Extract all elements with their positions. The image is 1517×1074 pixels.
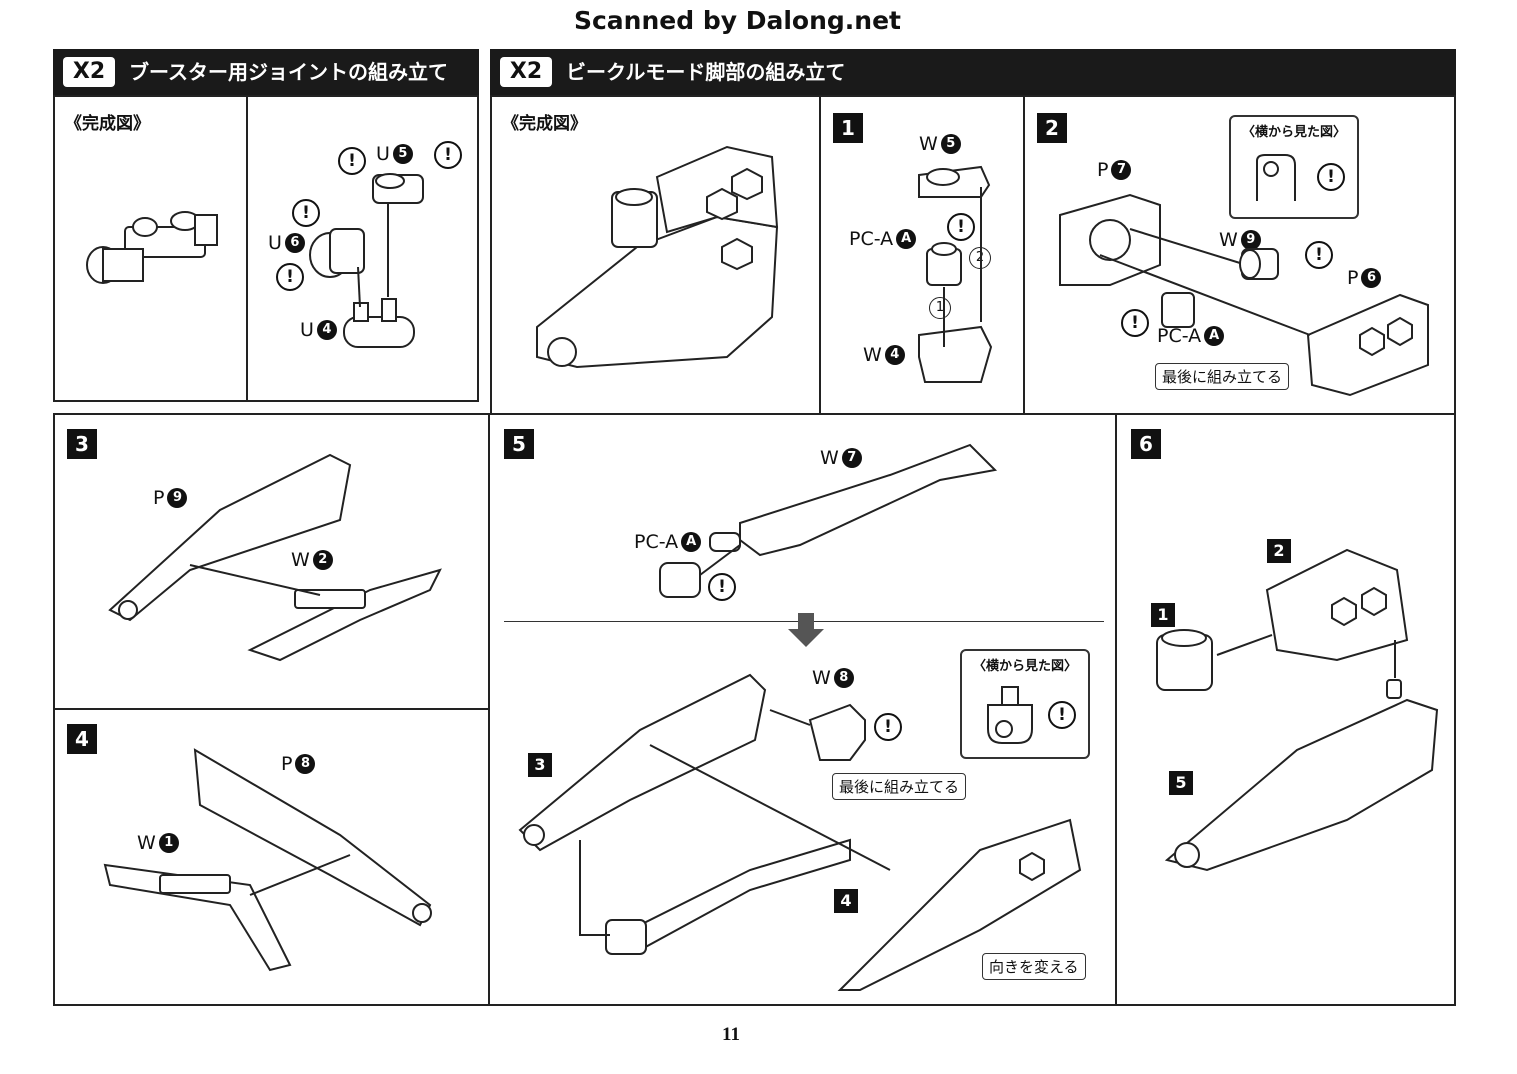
order-mark-1: 1 bbox=[929, 297, 951, 319]
step-number: 6 bbox=[1131, 429, 1161, 459]
warning-icon: ! bbox=[338, 147, 366, 175]
warning-icon: ! bbox=[292, 199, 320, 227]
step-number: 2 bbox=[1037, 113, 1067, 143]
step-number: 1 bbox=[833, 113, 863, 143]
step-3-parts-illustration bbox=[108, 453, 442, 662]
warning-icon: ! bbox=[1121, 309, 1149, 337]
left-section-bar: X2 ブースター用ジョイントの組み立て bbox=[53, 49, 479, 95]
sub-step-number: 5 bbox=[1169, 771, 1193, 795]
warning-icon: ! bbox=[1305, 241, 1333, 269]
completed-caption: 《完成図》 bbox=[65, 114, 150, 134]
callout-title: 〈横から見た図〉 bbox=[972, 659, 1077, 674]
step-number: 4 bbox=[67, 724, 97, 754]
side-view-callout: 〈横から見た図〉 ! bbox=[960, 649, 1090, 759]
change-direction-note: 向きを変える bbox=[982, 953, 1086, 980]
multiplier-badge: X2 bbox=[500, 57, 552, 87]
step-number: 3 bbox=[67, 429, 97, 459]
warning-icon: ! bbox=[276, 263, 304, 291]
side-view-illustration bbox=[1256, 154, 1296, 201]
completed-caption: 《完成図》 bbox=[502, 114, 587, 134]
sub-step-number: 3 bbox=[528, 753, 552, 777]
joint-completed-panel: 《完成図》 bbox=[53, 95, 248, 402]
right-section-bar: X2 ビークルモード脚部の組み立て bbox=[490, 49, 1456, 95]
warning-icon: ! bbox=[434, 141, 462, 169]
warning-icon: ! bbox=[874, 713, 902, 741]
page-number: 11 bbox=[722, 1024, 740, 1045]
callout-title: 〈横から見た図〉 bbox=[1241, 125, 1346, 140]
leg-completed-panel: 《完成図》 bbox=[490, 95, 821, 415]
warning-icon: ! bbox=[1317, 163, 1345, 191]
down-arrow-icon bbox=[788, 613, 824, 647]
multiplier-badge: X2 bbox=[63, 57, 115, 87]
assemble-last-note: 最後に組み立てる bbox=[832, 773, 967, 800]
assemble-last-note: 最後に組み立てる bbox=[1155, 363, 1290, 390]
leg-assembly-illustration bbox=[536, 145, 779, 369]
step-6-panel: 6 2 1 5 bbox=[1115, 413, 1456, 1006]
sub-step-number: 1 bbox=[1151, 603, 1175, 627]
step-5-assembly-illustration bbox=[518, 673, 1082, 991]
section-title: ブースター用ジョイントの組み立て bbox=[129, 60, 448, 84]
side-view-illustration bbox=[987, 686, 1033, 744]
warning-icon: ! bbox=[947, 213, 975, 241]
side-view-callout: 〈横から見た図〉 ! bbox=[1229, 115, 1359, 219]
step-4-parts-illustration bbox=[103, 748, 432, 972]
joint-parts-illustration bbox=[309, 173, 424, 348]
sub-step-number: 2 bbox=[1267, 539, 1291, 563]
step-1-parts-illustration bbox=[918, 165, 993, 383]
step-2-parts-illustration bbox=[1059, 193, 1429, 397]
step-5-parts-illustration bbox=[659, 443, 998, 598]
step-number: 5 bbox=[504, 429, 534, 459]
warning-icon: ! bbox=[708, 573, 736, 601]
joint-assembly-illustration bbox=[86, 211, 218, 284]
page-header: Scanned by Dalong.net bbox=[573, 6, 901, 35]
warning-icon: ! bbox=[1048, 701, 1076, 729]
sub-step-number: 4 bbox=[834, 889, 858, 913]
section-title: ビークルモード脚部の組み立て bbox=[566, 60, 846, 84]
step-6-assembly-illustration bbox=[1156, 548, 1439, 872]
